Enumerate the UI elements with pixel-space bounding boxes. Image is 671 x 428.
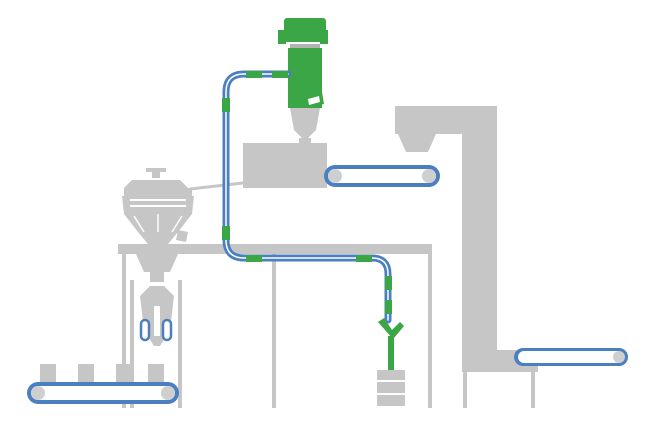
output-conveyor-right	[514, 348, 628, 366]
support-platform	[118, 244, 432, 408]
bag-conveyor-left	[27, 364, 179, 404]
transfer-pipes	[222, 70, 392, 324]
upper-conveyor	[324, 165, 440, 187]
pipe-couplings	[222, 71, 392, 314]
drum-filler	[377, 318, 405, 406]
multihead-weigher	[122, 168, 194, 244]
feed-hopper-box	[189, 143, 327, 191]
vertical-bagger	[130, 254, 182, 408]
vacuum-loader	[278, 18, 328, 144]
